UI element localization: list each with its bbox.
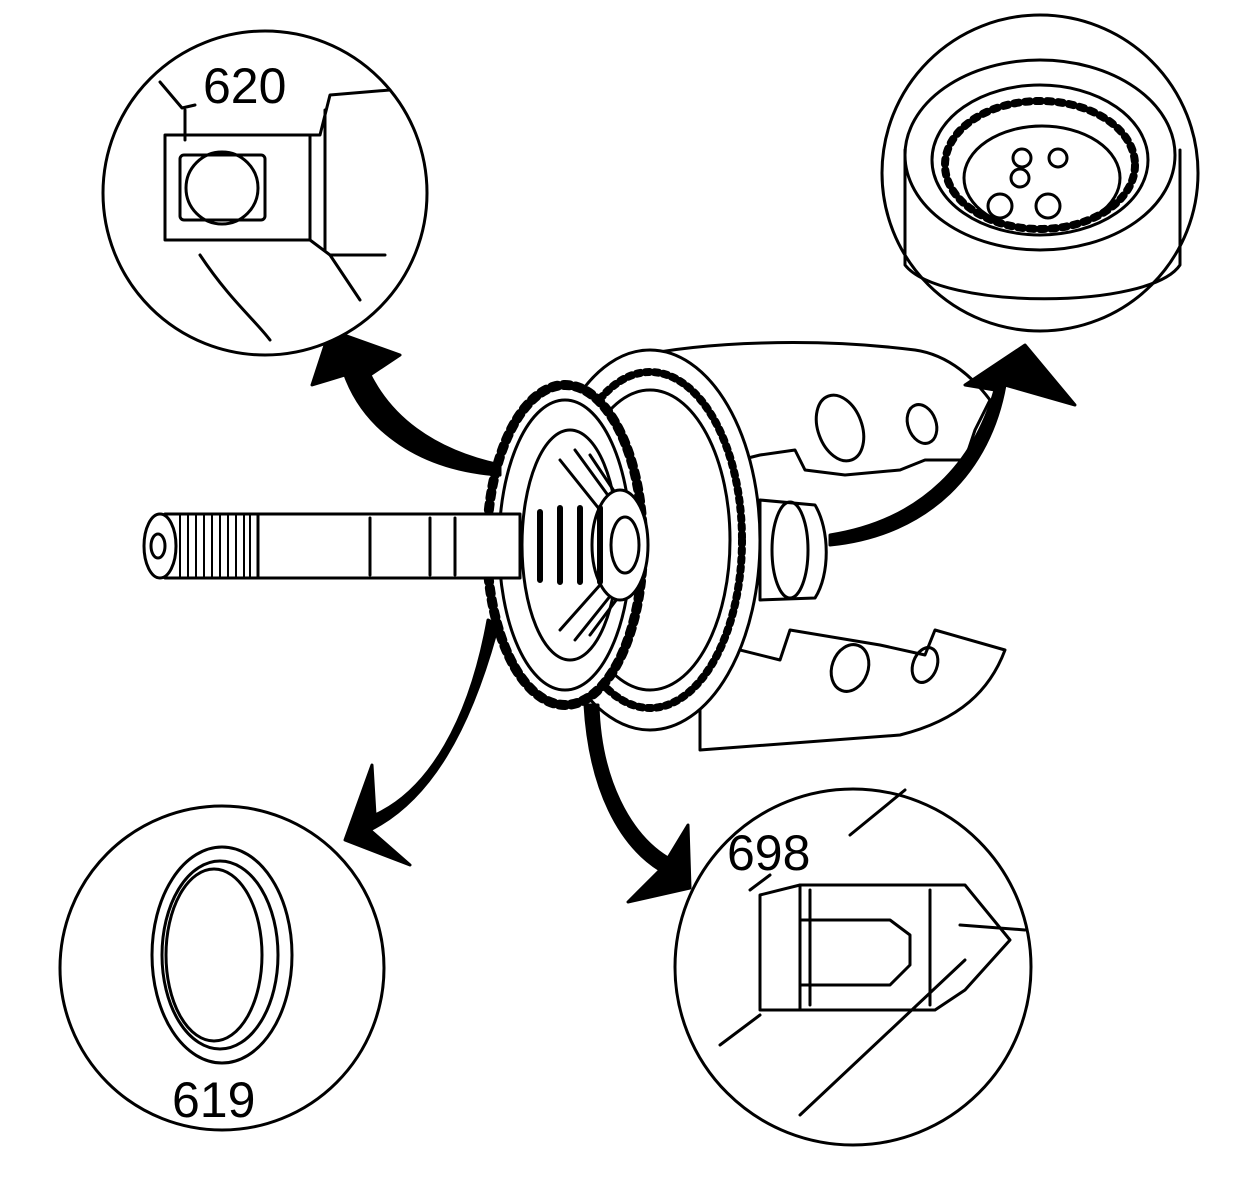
hub-face xyxy=(962,124,1122,232)
input-shaft xyxy=(163,512,522,580)
hub-hole xyxy=(1047,147,1069,169)
shaft-end-bore xyxy=(149,532,167,560)
callout-top-right xyxy=(880,13,1200,333)
hub-rim-inner xyxy=(930,83,1150,237)
callout-620 xyxy=(101,29,429,357)
shaft-end xyxy=(142,512,178,580)
shaft-grooves xyxy=(537,505,603,585)
callout-698 xyxy=(673,787,1033,1147)
drum-hole xyxy=(829,643,871,693)
drum-hole xyxy=(910,646,940,684)
callout-circle xyxy=(880,13,1200,333)
roller-ball xyxy=(184,150,260,226)
bushing-body xyxy=(758,883,1012,1012)
rear-hub xyxy=(758,498,828,602)
gear-assembly xyxy=(142,341,1007,752)
leader-620 xyxy=(158,80,197,110)
rear-hub-end xyxy=(770,500,810,600)
center-hub xyxy=(590,488,650,602)
hub-hole xyxy=(986,192,1014,220)
leader-698 xyxy=(748,873,772,892)
roller-bracket xyxy=(163,88,392,342)
center-hub-bore xyxy=(609,515,641,575)
label-619: 619 xyxy=(172,1072,255,1128)
arrow-to-698 xyxy=(583,703,692,904)
plate-spokes xyxy=(558,448,622,642)
seal-ring-inner xyxy=(160,859,280,1051)
label-698: 698 xyxy=(727,825,810,881)
roller-slot xyxy=(178,153,267,222)
hub-cylinder xyxy=(903,148,1182,301)
hub-hole xyxy=(1034,192,1062,220)
arrows xyxy=(310,328,1077,904)
callout-619 xyxy=(58,804,386,1132)
shaft-splines xyxy=(179,513,251,579)
arrow-to-top-right xyxy=(828,343,1077,547)
arrow-to-620 xyxy=(310,328,502,477)
bushing-detail xyxy=(798,883,932,1012)
shaft-shoulder-lines xyxy=(256,512,457,580)
callout-circle xyxy=(58,804,386,1132)
label-620: 620 xyxy=(203,58,286,114)
hub-hole xyxy=(1009,167,1031,189)
section-lines xyxy=(718,788,1027,1117)
hub-hole xyxy=(1011,147,1033,169)
arrow-to-619 xyxy=(343,618,500,867)
seal-ring-edge xyxy=(164,867,264,1043)
seal-ring-outer xyxy=(150,845,294,1065)
hub-rim-outer xyxy=(903,58,1177,252)
drum-hole xyxy=(814,393,866,463)
drum-hole xyxy=(905,403,939,445)
